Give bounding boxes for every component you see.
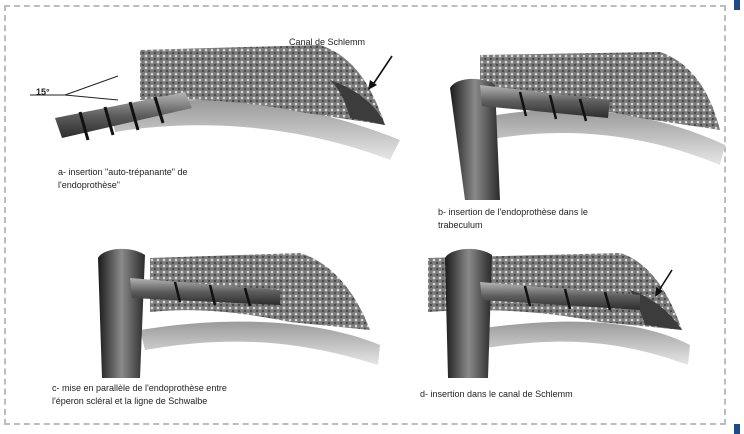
caption-a: a- insertion "auto-trépanante" de l'endo…	[58, 166, 298, 192]
caption-b: b- insertion de l'endoprothèse dans le t…	[438, 206, 708, 232]
canal-de-schlemm-label: Canal de Schlemm	[289, 36, 365, 49]
panel-c-illustration	[98, 249, 380, 378]
panel-d-illustration	[428, 249, 690, 378]
caption-d: d- insertion dans le canal de Schlemm	[420, 388, 710, 401]
angle-ray-upper	[65, 76, 118, 95]
panel-d-sclera	[470, 322, 690, 365]
panel-b-illustration	[450, 52, 725, 200]
schlemm-arrow-d	[658, 270, 672, 292]
caption-c: c- mise en parallèle de l'endoprothèse e…	[52, 382, 352, 408]
schlemm-arrow-a	[372, 56, 392, 86]
angle-label: 15°	[36, 86, 50, 99]
panel-c-sclera	[140, 322, 380, 365]
panel-c-tube	[98, 249, 145, 378]
panel-d-tube	[445, 249, 492, 378]
panel-a-illustration	[30, 45, 400, 160]
angle-ray-lower	[65, 95, 118, 100]
